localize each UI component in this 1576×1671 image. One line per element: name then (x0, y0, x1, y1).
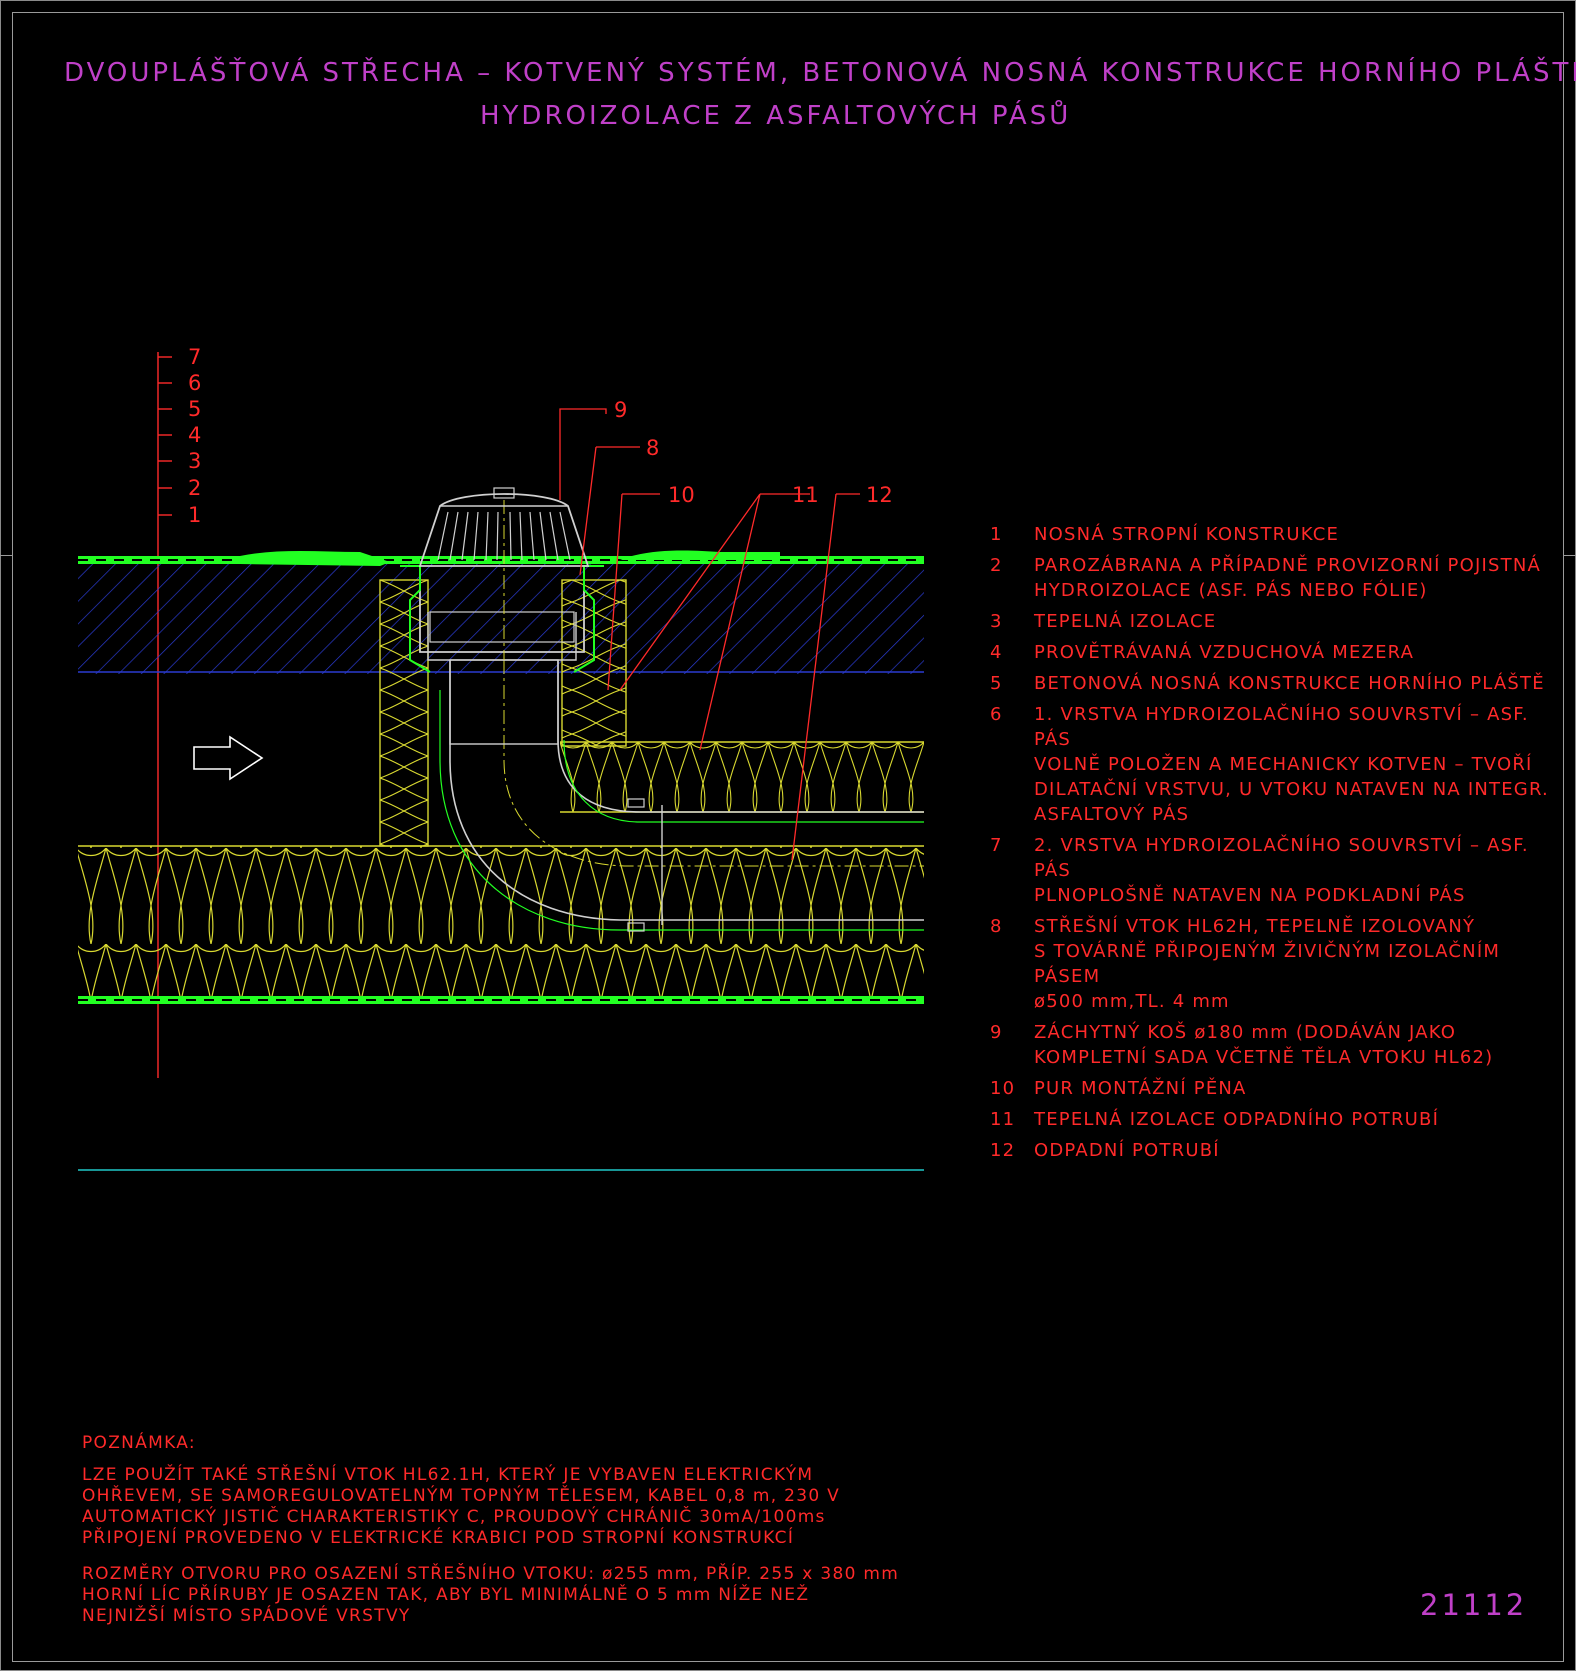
drawing-title-line2: HYDROIZOLACE Z ASFALTOVÝCH PÁSŮ (480, 101, 1072, 131)
legend-list: 1 NOSNÁ STROPNÍ KONSTRUKCE 2 PAROZÁBRANA A … (990, 522, 1550, 1169)
drawing-code: 21112 (1420, 1588, 1528, 1622)
frame-tick-left (0, 555, 12, 556)
legend-item-text: ODPADNÍ POTRUBÍ (1034, 1140, 1220, 1161)
callout-11: 11 (792, 483, 819, 507)
layer-concrete-slab (78, 564, 924, 674)
air-gap-arrow (193, 735, 264, 781)
legend-item-number: 6 (990, 704, 1003, 725)
note-paragraph-1: LZE POUŽÍT TAKÉ STŘEŠNÍ VTOK HL62.1H, KT… (82, 1465, 841, 1548)
scale-label-6: 6 (188, 371, 201, 395)
legend-item-number: 7 (990, 835, 1003, 856)
legend-item-7: 7 2. VRSTVA HYDROIZOLAČNÍHO SOUVRSTVÍ – A… (990, 833, 1550, 908)
scale-label-5: 5 (188, 397, 201, 421)
legend-item-number: 3 (990, 611, 1003, 632)
legend-item-8: 8 STŘEŠNÍ VTOK HL62H, TEPELNĚ IZOLOVANÝ S… (990, 914, 1550, 1014)
legend-item-number: 4 (990, 642, 1003, 663)
legend-item-text: NOSNÁ STROPNÍ KONSTRUKCE (1034, 524, 1340, 545)
waste-pipe (439, 660, 924, 932)
legend-item-number: 12 (990, 1140, 1016, 1161)
legend-item-number: 1 (990, 524, 1003, 545)
legend-item-12: 12 ODPADNÍ POTRUBÍ (990, 1138, 1550, 1163)
legend-item-number: 8 (990, 916, 1003, 937)
scale-label-4: 4 (188, 423, 201, 447)
callout-12: 12 (866, 483, 893, 507)
scale-label-3: 3 (188, 449, 201, 473)
legend-item-text: PUR MONTÁŽNÍ PĚNA (1034, 1078, 1247, 1099)
frame-tick-right (1564, 555, 1576, 556)
legend-item-text: STŘEŠNÍ VTOK HL62H, TEPELNĚ IZOLOVANÝ S … (1034, 916, 1501, 1012)
callout-leaders (559, 408, 860, 861)
legend-item-text: ZÁCHYTNÝ KOŠ ø180 mm (DODÁVÁN JAKO KOMPL… (1034, 1022, 1494, 1068)
callout-10: 10 (668, 483, 695, 507)
layer-lower-insulation (78, 845, 924, 996)
legend-item-text: PAROZÁBRANA A PŘÍPADNĚ PROVIZORNÍ POJIST… (1034, 555, 1541, 601)
legend-item-1: 1 NOSNÁ STROPNÍ KONSTRUKCE (990, 522, 1550, 547)
legend-item-11: 11 TEPELNÁ IZOLACE ODPADNÍHO POTRUBÍ (990, 1107, 1550, 1132)
legend-item-number: 5 (990, 673, 1003, 694)
pipe-insulation-horizontal (560, 741, 924, 813)
scale-label-1: 1 (188, 503, 201, 527)
legend-item-text: 2. VRSTVA HYDROIZOLAČNÍHO SOUVRSTVÍ – AS… (1034, 835, 1529, 906)
drawing-frame-inner (12, 12, 1564, 1662)
legend-item-4: 4 PROVĚTRÁVANÁ VZDUCHOVÁ MEZERA (990, 640, 1550, 665)
legend-item-5: 5 BETONOVÁ NOSNÁ KONSTRUKCE HORNÍHO PLÁŠT… (990, 671, 1550, 696)
legend-item-number: 2 (990, 555, 1003, 576)
legend-item-number: 10 (990, 1078, 1016, 1099)
scale-label-7: 7 (188, 345, 201, 369)
riser-insulation-sleeve (379, 579, 627, 847)
legend-item-10: 10 PUR MONTÁŽNÍ PĚNA (990, 1076, 1550, 1101)
legend-item-3: 3 TEPELNÁ IZOLACE (990, 609, 1550, 634)
layer-top-membrane (78, 550, 924, 566)
note-heading: POZNÁMKA: (82, 1433, 196, 1453)
legend-item-text: BETONOVÁ NOSNÁ KONSTRUKCE HORNÍHO PLÁŠTĚ (1034, 673, 1545, 694)
callout-8: 8 (646, 436, 659, 460)
legend-item-9: 9 ZÁCHYTNÝ KOŠ ø180 mm (DODÁVÁN JAKO KOMP… (990, 1020, 1550, 1070)
legend-item-6: 6 1. VRSTVA HYDROIZOLAČNÍHO SOUVRSTVÍ – A… (990, 702, 1550, 827)
callout-9: 9 (614, 398, 627, 422)
legend-item-number: 11 (990, 1109, 1016, 1130)
legend-item-2: 2 PAROZÁBRANA A PŘÍPADNĚ PROVIZORNÍ POJIS… (990, 553, 1550, 603)
scale-label-2: 2 (188, 476, 201, 500)
roof-drain-body (400, 500, 604, 745)
note-paragraph-2: ROZMĚRY OTVORU PRO OSAZENÍ STŘEŠNÍHO VTO… (82, 1564, 900, 1626)
layer-vapour-barrier (78, 996, 924, 1004)
legend-item-text: PROVĚTRÁVANÁ VZDUCHOVÁ MEZERA (1034, 642, 1415, 663)
legend-item-number: 9 (990, 1022, 1003, 1043)
legend-item-text: TEPELNÁ IZOLACE ODPADNÍHO POTRUBÍ (1034, 1109, 1440, 1130)
drawing-title-line1: DVOUPLÁŠŤOVÁ STŘECHA – KOTVENÝ SYSTÉM, B… (64, 58, 1576, 88)
leaf-guard-basket (418, 487, 590, 567)
legend-item-text: 1. VRSTVA HYDROIZOLAČNÍHO SOUVRSTVÍ – AS… (1034, 704, 1549, 825)
legend-item-text: TEPELNÁ IZOLACE (1034, 611, 1217, 632)
